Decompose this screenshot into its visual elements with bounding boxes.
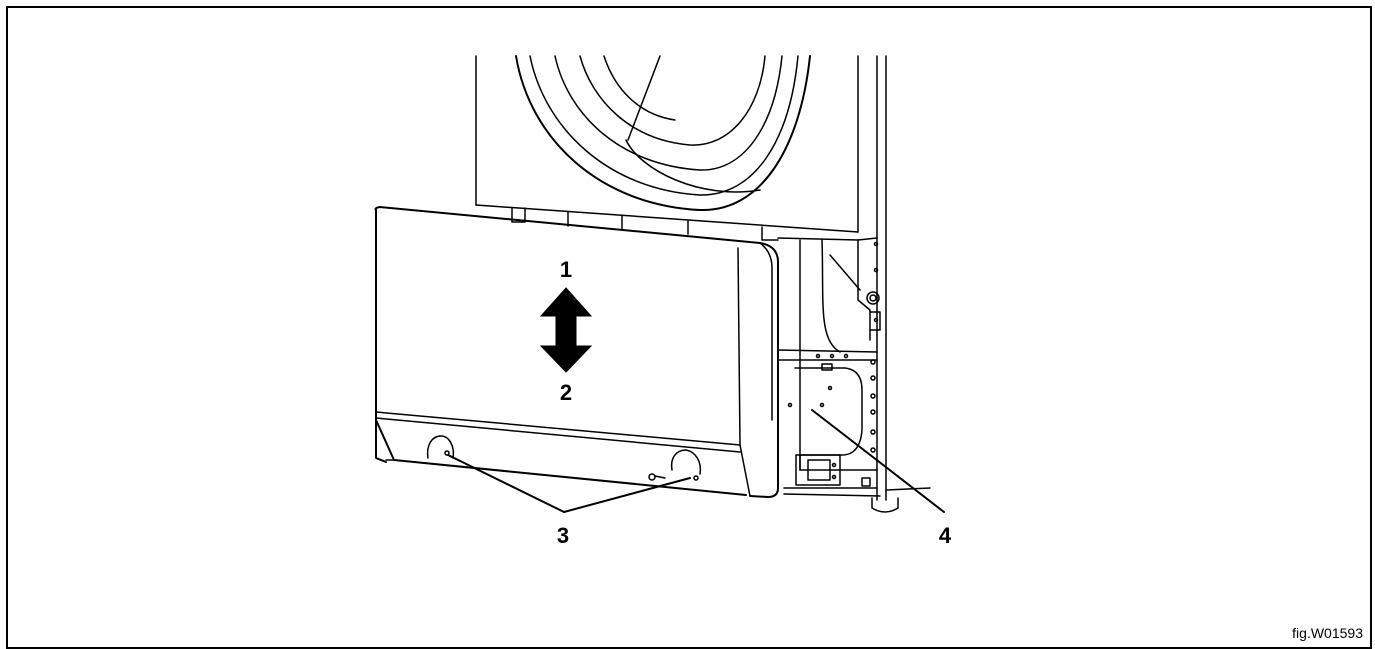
- figure-code: fig.W01593: [1292, 625, 1363, 641]
- callout-1: 1: [560, 257, 572, 282]
- callout-2: 2: [560, 380, 572, 405]
- callout-3: 3: [557, 523, 569, 548]
- leader-lines: [447, 409, 945, 513]
- leader-4: [811, 409, 945, 513]
- leader-3b: [563, 477, 691, 513]
- leader-3a: [447, 454, 565, 513]
- machine-frame-right: [777, 237, 931, 513]
- front-panel: [374, 206, 779, 498]
- up-down-arrow-icon: [539, 287, 593, 373]
- machine-cabinet: [475, 55, 887, 501]
- callout-4: 4: [939, 523, 952, 548]
